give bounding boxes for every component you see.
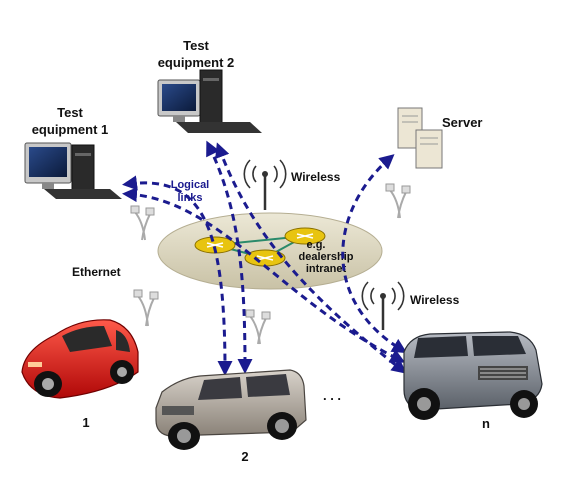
ethernet-connector-icon — [385, 183, 411, 219]
computer-icon — [157, 69, 262, 133]
ethernet-connector-icon — [245, 309, 271, 345]
server-label: Server — [442, 115, 482, 130]
ellipsis-label: . . . — [323, 388, 341, 403]
logical-links-label-line1: Logical — [171, 179, 210, 191]
network-label-line3: intranet — [306, 263, 347, 275]
ethernet-connector-icon — [133, 289, 159, 327]
network-label-line1: e.g. — [307, 239, 326, 251]
link-server-vn — [341, 154, 408, 354]
ethernet-label: Ethernet — [72, 265, 121, 279]
test-equipment-1-line1: Test — [57, 105, 83, 120]
wireless-right-label: Wireless — [410, 293, 460, 307]
wireless-antenna-icon — [243, 159, 287, 210]
wireless-top-label: Wireless — [291, 170, 341, 184]
red-car-icon — [21, 319, 139, 399]
vehicle-n-label: n — [482, 416, 490, 431]
test-equipment-2-line1: Test — [183, 38, 209, 53]
vehicle-2-label: 2 — [241, 449, 248, 464]
server-icon — [397, 107, 443, 169]
test-equipment-2-line2: equipment 2 — [158, 55, 235, 70]
link-te2-vn — [215, 142, 407, 374]
silver-suv-icon — [155, 369, 307, 450]
test-equipment-1-line2: equipment 1 — [32, 122, 109, 137]
logical-links-label-line2: links — [177, 192, 202, 204]
logical-links — [122, 140, 408, 376]
vehicle-1-label: 1 — [82, 415, 89, 430]
computer-icon — [24, 142, 122, 199]
grey-suv-icon — [403, 331, 543, 420]
network-label-line2: dealership — [298, 251, 353, 263]
ethernet-connector-icon — [130, 205, 155, 241]
